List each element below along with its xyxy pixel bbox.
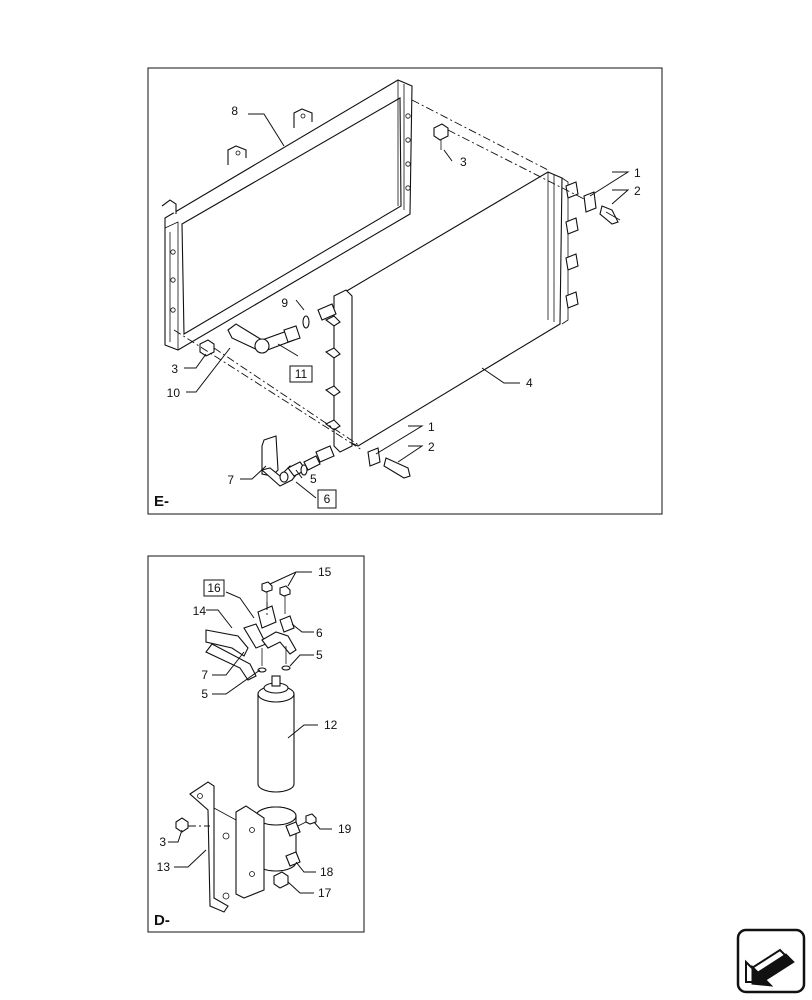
view-d-label: D- <box>154 912 170 929</box>
callout-7-d: 7 <box>201 668 208 682</box>
callout-1-upper: 1 <box>634 166 641 180</box>
callout-8: 8 <box>231 104 238 118</box>
callout-16-box <box>203 579 225 597</box>
view-d-panel: 15 16 14 6 7 5 5 12 19 3 13 18 17 D- <box>147 555 365 933</box>
receiver-drier <box>257 675 295 793</box>
callout-17: 17 <box>318 886 332 900</box>
callout-5: 5 <box>310 472 317 486</box>
callout-13: 13 <box>157 860 171 874</box>
callout-5-right: 5 <box>316 648 323 662</box>
callout-18: 18 <box>320 865 334 879</box>
callout-3-lower: 3 <box>171 362 178 376</box>
callout-2-lower: 2 <box>428 440 435 454</box>
callout-11-box <box>289 365 313 383</box>
hardware-e <box>199 123 621 479</box>
view-e-label: E- <box>154 493 169 510</box>
callout-15: 15 <box>318 565 332 579</box>
callout-6-d: 6 <box>316 626 323 640</box>
bracket-13 <box>189 781 265 913</box>
condenser-frame <box>161 79 413 351</box>
callout-3-d: 3 <box>159 835 166 849</box>
view-e-panel: 8 3 1 2 9 11 3 10 4 1 2 7 5 6 E- <box>147 67 663 515</box>
centre-lines-d <box>188 602 268 827</box>
callout-7: 7 <box>227 473 234 487</box>
callout-3-upper: 3 <box>460 155 467 169</box>
callout-5-left: 5 <box>201 687 208 701</box>
callout-16: 16 <box>207 581 221 595</box>
hoses-d <box>205 605 297 681</box>
leaders-d <box>168 571 332 894</box>
callout-1-lower: 1 <box>428 420 435 434</box>
callout-6: 6 <box>324 492 331 506</box>
callouts-d: 15 16 14 6 7 5 5 12 19 3 13 18 17 <box>157 565 352 900</box>
callout-14: 14 <box>193 604 207 618</box>
callout-9: 9 <box>281 296 288 310</box>
callout-19: 19 <box>338 822 352 836</box>
callout-11: 11 <box>295 367 308 381</box>
hardware-d <box>175 581 317 889</box>
callouts-e: 8 3 1 2 9 11 3 10 4 1 2 7 5 6 <box>167 104 641 509</box>
arrow-navigation-icon[interactable] <box>736 928 806 994</box>
condenser-core <box>315 171 579 463</box>
callout-2-upper: 2 <box>634 184 641 198</box>
leaders-e <box>184 113 630 499</box>
hose-7 <box>260 435 321 487</box>
callout-10: 10 <box>167 386 181 400</box>
hose-10 <box>227 315 310 354</box>
callout-4: 4 <box>526 376 533 390</box>
callout-6-box <box>317 489 337 509</box>
callout-12: 12 <box>324 718 338 732</box>
centre-lines-e <box>173 99 587 451</box>
